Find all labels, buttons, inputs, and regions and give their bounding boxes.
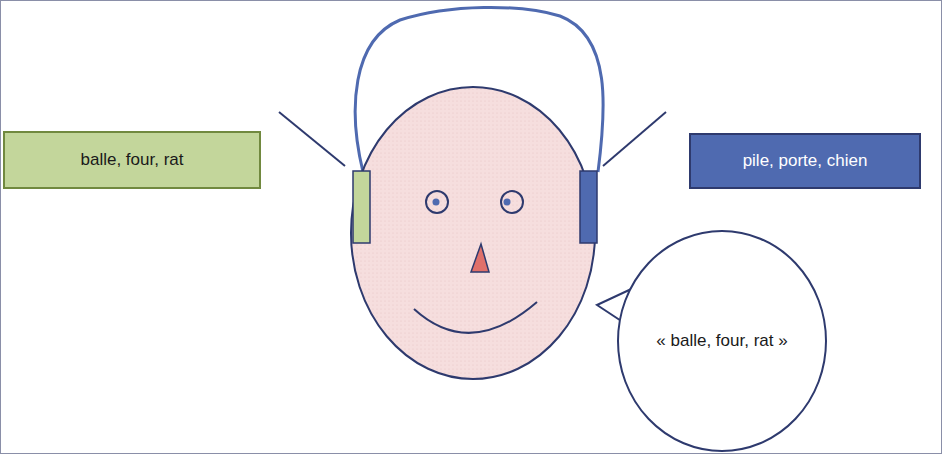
left-earpiece: [353, 171, 370, 243]
node-text: « balle, four, rat »: [656, 331, 787, 351]
right-earpiece: [580, 171, 597, 243]
pupil: [433, 199, 440, 206]
word-list-box: balle, four, rat: [3, 131, 261, 189]
word-list-box: pile, porte, chien: [689, 133, 921, 189]
leader-line: [279, 112, 345, 166]
smile: [414, 302, 537, 333]
pupil: [504, 199, 511, 206]
node-text: pile, porte, chien: [743, 151, 868, 171]
eye: [426, 191, 448, 213]
speech-bubble: « balle, four, rat »: [617, 230, 827, 452]
face: [351, 87, 595, 379]
leader-line: [603, 112, 666, 166]
node-text: balle, four, rat: [80, 150, 183, 170]
eye: [501, 191, 523, 213]
nose: [471, 244, 489, 272]
